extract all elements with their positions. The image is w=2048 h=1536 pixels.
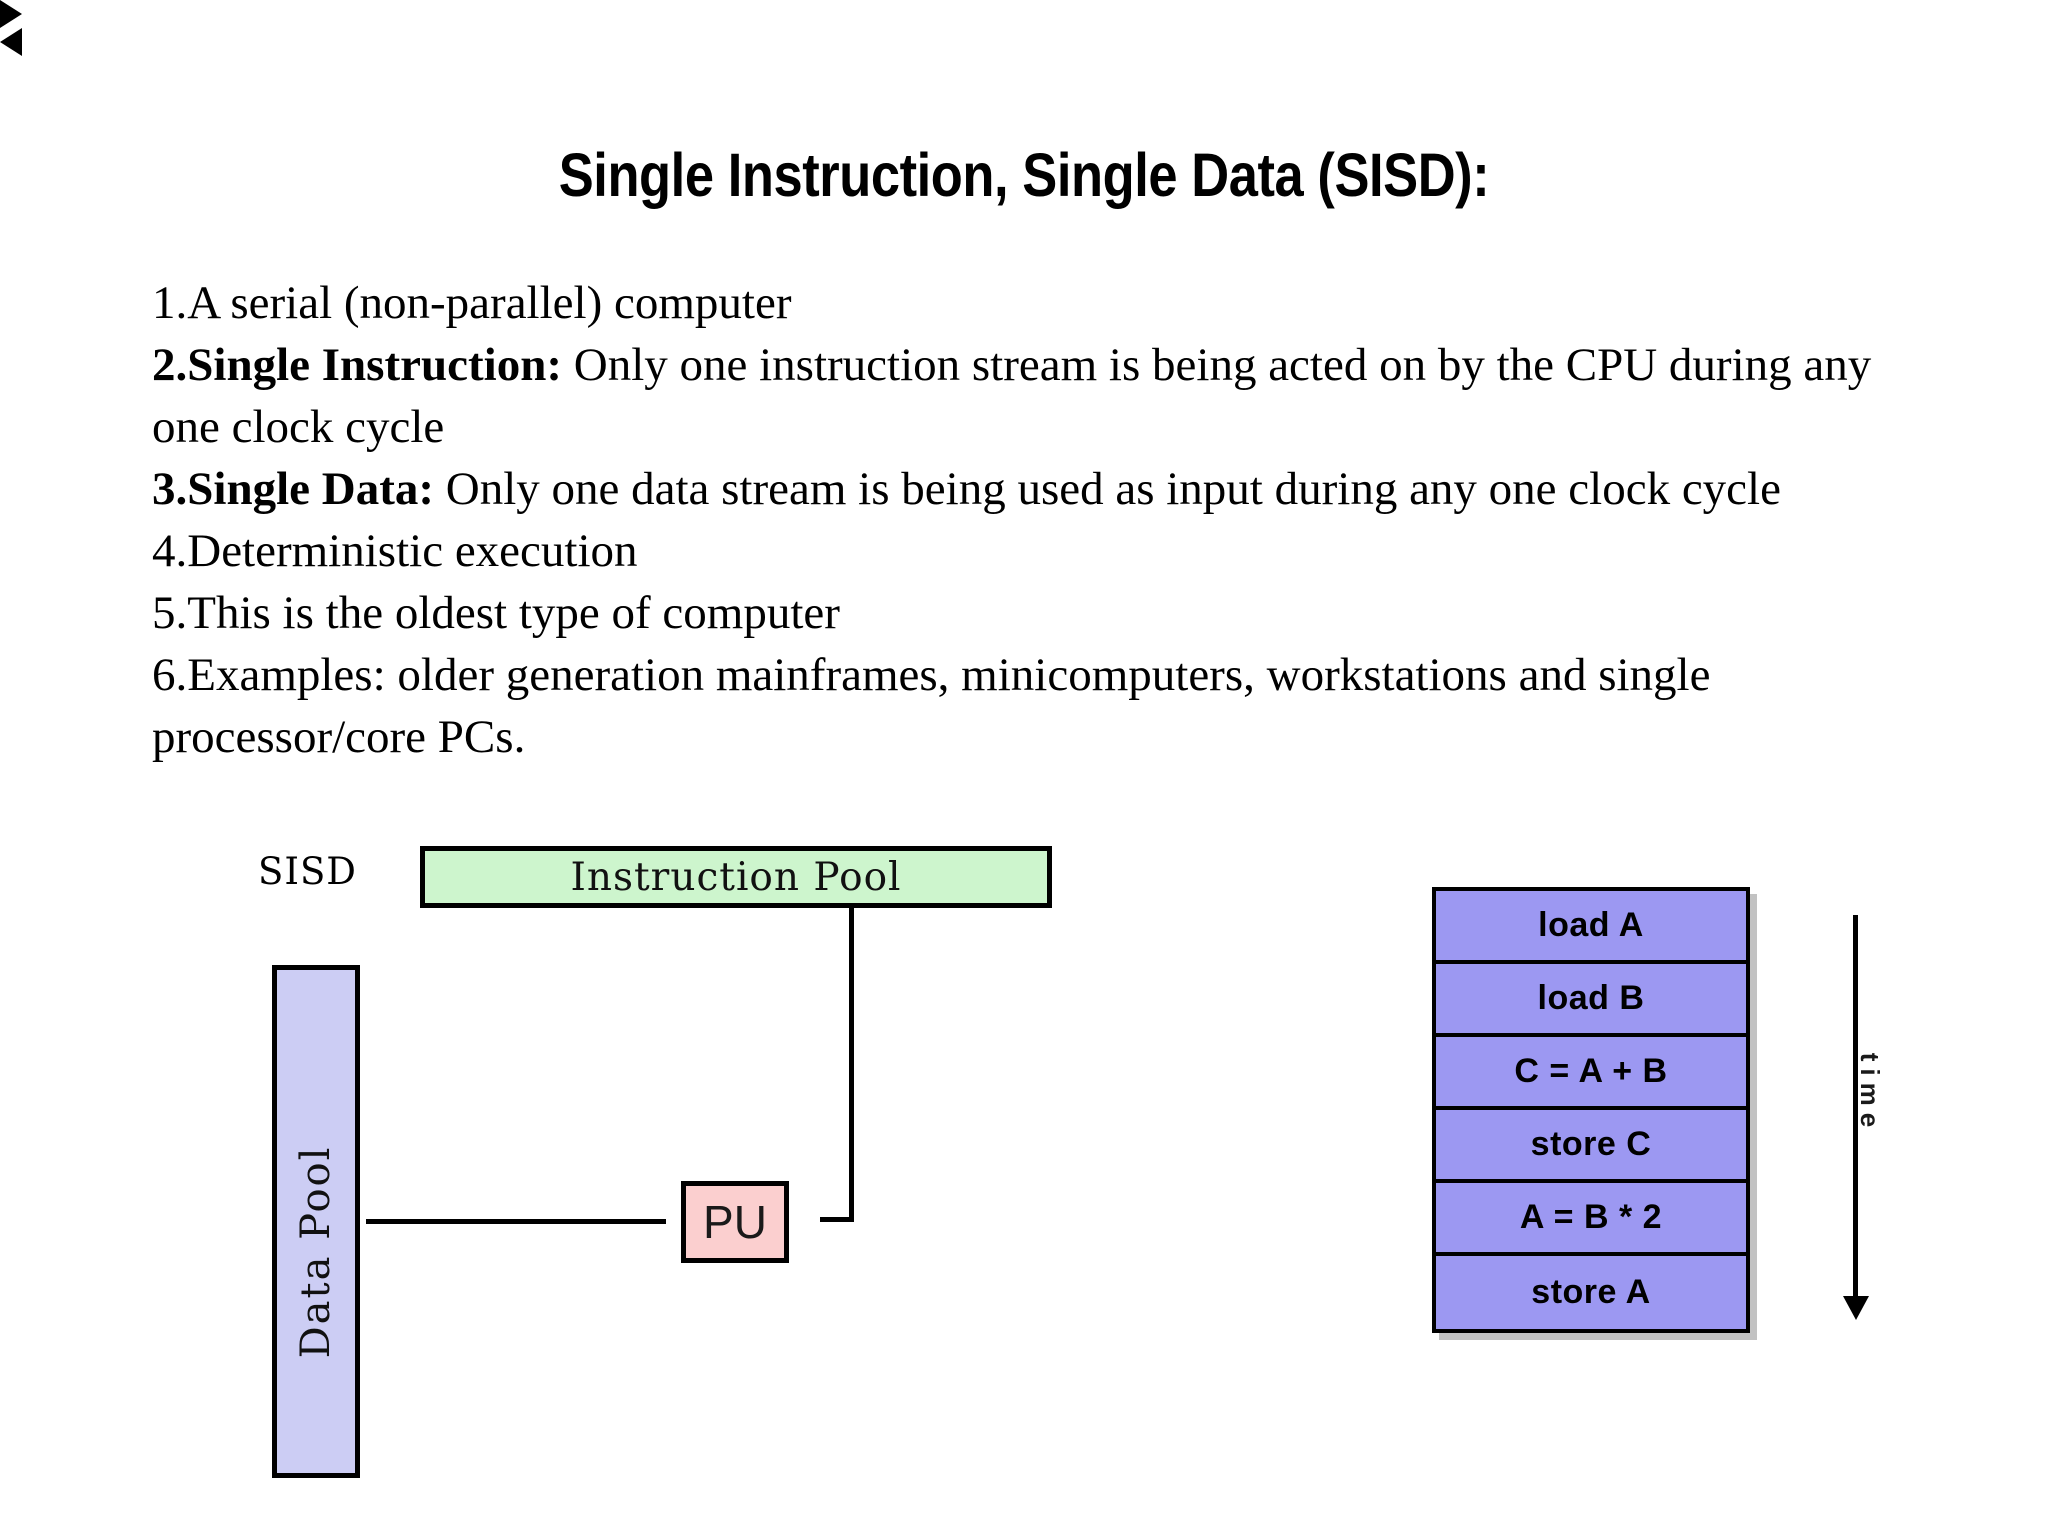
data-pool-box: Data Pool — [272, 965, 360, 1478]
instruction-stack: load A load B C = A + B store C A = B * … — [1432, 887, 1750, 1333]
instruction-label: A = B * 2 — [1519, 1198, 1663, 1236]
time-axis-label: time — [1855, 1052, 1886, 1135]
list-item-text: A serial (non-parallel) computer — [187, 277, 792, 329]
list-item-lead: Single Data: — [187, 463, 434, 515]
instruction-label: load A — [1538, 906, 1644, 944]
instruction-cell: load A — [1436, 891, 1746, 964]
list-item-number: 2. — [152, 339, 188, 391]
instruction-label: C = A + B — [1514, 1052, 1668, 1090]
list-item-lead: Single Instruction: — [187, 339, 562, 391]
instruction-pool-label: Instruction Pool — [570, 854, 902, 900]
instruction-cell: load B — [1436, 964, 1746, 1037]
list-item-number: 1. — [152, 277, 188, 329]
list-item-text: Deterministic execution — [187, 525, 638, 577]
list-item-number: 3. — [152, 463, 188, 515]
list-item: 6.Examples: older generation mainframes,… — [152, 644, 1942, 768]
data-to-pu-arrow-head-icon — [0, 0, 22, 28]
data-pool-label: Data Pool — [293, 1145, 339, 1359]
time-axis-arrow-shaft — [1853, 915, 1858, 1300]
instruction-cell: A = B * 2 — [1436, 1183, 1746, 1256]
data-to-pu-arrow-shaft — [366, 1219, 666, 1224]
list-item: 1.A serial (non-parallel) computer — [152, 272, 1942, 334]
time-axis-arrow-head-icon — [1843, 1296, 1869, 1320]
page-title: Single Instruction, Single Data (SISD): — [558, 141, 1490, 209]
instruction-label: store A — [1531, 1273, 1651, 1311]
list-item-text: Only one data stream is being used as in… — [434, 463, 1781, 515]
list-item-number: 5. — [152, 587, 188, 639]
list-item: 3.Single Data: Only one data stream is b… — [152, 458, 1942, 520]
list-item-text: This is the oldest type of computer — [187, 587, 840, 639]
list-item: 5.This is the oldest type of computer — [152, 582, 1942, 644]
instruction-to-pu-arrow-head-icon — [0, 28, 22, 56]
instruction-to-pu-arrow-vertical — [849, 908, 854, 1222]
instruction-pool-box: Instruction Pool — [420, 846, 1052, 908]
instruction-to-pu-arrow-horizontal — [820, 1217, 854, 1222]
list-item-number: 6. — [152, 649, 188, 701]
instruction-cell: store A — [1436, 1256, 1746, 1329]
instruction-label: store C — [1530, 1125, 1652, 1163]
diagram-model-label: SISD — [258, 850, 357, 893]
list-item: 4.Deterministic execution — [152, 520, 1942, 582]
list-item-number: 4. — [152, 525, 188, 577]
bullet-list: 1.A serial (non-parallel) computer 2.Sin… — [152, 272, 1942, 768]
processing-unit-box: PU — [681, 1181, 789, 1263]
instruction-label: load B — [1537, 979, 1645, 1017]
list-item: 2.Single Instruction: Only one instructi… — [152, 334, 1942, 458]
list-item-text: Examples: older generation mainframes, m… — [152, 649, 1711, 763]
processing-unit-label: PU — [703, 1196, 767, 1248]
instruction-cell: store C — [1436, 1110, 1746, 1183]
list-item-text: Only one instruction stream is being act… — [152, 339, 1872, 453]
instruction-cell: C = A + B — [1436, 1037, 1746, 1110]
